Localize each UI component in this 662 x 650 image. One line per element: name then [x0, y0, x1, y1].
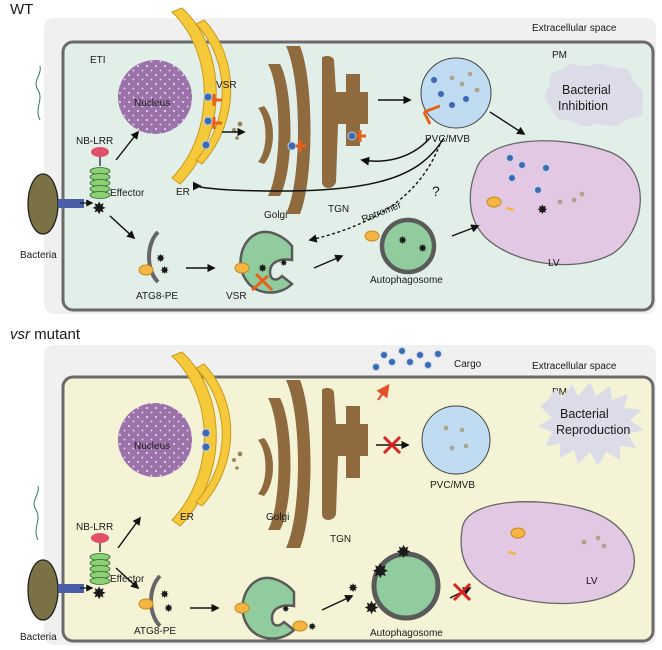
svg-text:✸: ✸ [308, 622, 316, 633]
wt-er-label: ER [176, 187, 190, 198]
mut-block-cross-1 [382, 435, 402, 455]
svg-text:✸: ✸ [364, 598, 379, 618]
wt-lv-label: LV [548, 258, 560, 269]
mut-pvc [421, 405, 491, 475]
svg-text:✸: ✸ [398, 235, 407, 247]
svg-text:✸: ✸ [348, 581, 358, 595]
mut-secretion-arrow [376, 383, 390, 401]
wt-atg8-membrane [147, 230, 160, 284]
mut-title-rest: mutant [30, 326, 81, 343]
mut-pvc-label: PVC/MVB [430, 480, 475, 491]
mut-bacteria-label: Bacteria [20, 632, 57, 643]
svg-text:✸: ✸ [282, 604, 290, 614]
mut-golgi [258, 380, 311, 548]
mut-pm-label: PM [552, 387, 567, 398]
wt-autophagosome [379, 217, 437, 275]
mut-nblrr-label: NB-LRR [76, 522, 113, 533]
wt-autophagosome-label: Autophagosome [370, 275, 443, 286]
mut-tgn-label: TGN [330, 534, 351, 545]
mut-atg8-label: ATG8-PE [134, 626, 176, 637]
mut-cargo-label: Cargo [454, 359, 482, 370]
svg-text:✸: ✸ [418, 243, 427, 255]
mut-er [171, 351, 217, 527]
mut-receptor-coil [89, 553, 111, 585]
svg-text:✸: ✸ [372, 561, 389, 583]
wt-atg8-label: ATG8-PE [136, 291, 178, 302]
mut-bacterial-reproduction-burst [538, 382, 644, 466]
mut-autophagosome [371, 551, 441, 621]
mut-effector-star: ✸ [92, 584, 106, 603]
mut-phagophore [241, 576, 296, 640]
mut-extracellular-label: Extracellular space [532, 361, 617, 372]
wt-effector-label: Effector [110, 188, 145, 199]
svg-text:✸: ✸ [164, 603, 173, 615]
wt-nblrr-label: NB-LRR [76, 136, 113, 147]
wt-bacteria-label: Bacteria [20, 250, 57, 261]
wt-panel: WT Extracellular space PM ETI Nucleus VS… [10, 1, 656, 314]
wt-nblrr [91, 147, 109, 157]
wt-question-mark: ? [432, 183, 440, 199]
mut-bacterium [27, 559, 59, 621]
wt-golgi-label: Golgi [264, 210, 287, 221]
mut-golgi-label: Golgi [266, 512, 289, 523]
wt-inhibition-line2: Inhibition [558, 99, 608, 113]
mut-lv-label: LV [586, 576, 598, 587]
wt-nucleus-label: Nucleus [134, 98, 170, 109]
wt-pvc-label: PVC/MVB [425, 134, 470, 145]
wt-pvc [420, 57, 492, 129]
mut-block-cross-2 [452, 582, 472, 602]
wt-phagophore [239, 230, 294, 294]
wt-bacterium [27, 173, 59, 235]
wt-vsr-label: VSR [216, 80, 237, 91]
mut-vacuole [460, 501, 635, 605]
wt-extracellular-label: Extracellular space [532, 23, 617, 34]
mut-title-italic: vsr [10, 326, 31, 343]
svg-text:✸: ✸ [396, 542, 411, 562]
wt-bacterial-inhibition-cloud [545, 63, 644, 127]
mut-cargo-vesicles [372, 347, 442, 371]
mutant-panel: vsr mutant Extracellular space Cargo PM … [10, 326, 656, 645]
mut-effector-label: Effector [110, 574, 145, 585]
wt-eti-label: ETI [90, 55, 106, 66]
mut-reproduction-line1: Bacterial [560, 407, 609, 421]
svg-text:✸: ✸ [537, 202, 548, 217]
mut-nucleus-label: Nucleus [134, 441, 170, 452]
wt-er [171, 7, 217, 185]
wt-effector-star: ✸ [92, 199, 106, 218]
mut-reproduction-line2: Reproduction [556, 423, 630, 437]
wt-retromer-arrow-er [192, 137, 445, 192]
mut-autophagosome-label: Autophagosome [370, 628, 443, 639]
mut-tgn [322, 388, 368, 520]
wt-pm-label: PM [552, 50, 567, 61]
mut-title: vsr mutant [10, 326, 81, 343]
wt-tgn-label: TGN [328, 204, 349, 215]
wt-vacuole [469, 140, 641, 266]
wt-tgn [322, 56, 368, 188]
svg-text:✸: ✸ [280, 258, 288, 268]
wt-vsr-bottom-label: VSR [226, 291, 247, 302]
wt-title: WT [10, 1, 33, 18]
wt-retromer-arrow-tgn [360, 137, 431, 166]
svg-text:✸: ✸ [156, 253, 165, 265]
mut-er-label: ER [180, 512, 194, 523]
mut-nblrr [91, 533, 109, 543]
wt-golgi [258, 46, 311, 214]
wt-inhibition-line1: Bacterial [562, 83, 611, 97]
wt-vsr-receptor-er [212, 94, 222, 129]
svg-text:✸: ✸ [258, 263, 267, 275]
svg-text:✸: ✸ [160, 265, 169, 277]
wt-receptor-coil [89, 167, 111, 199]
svg-text:✸: ✸ [160, 589, 169, 601]
